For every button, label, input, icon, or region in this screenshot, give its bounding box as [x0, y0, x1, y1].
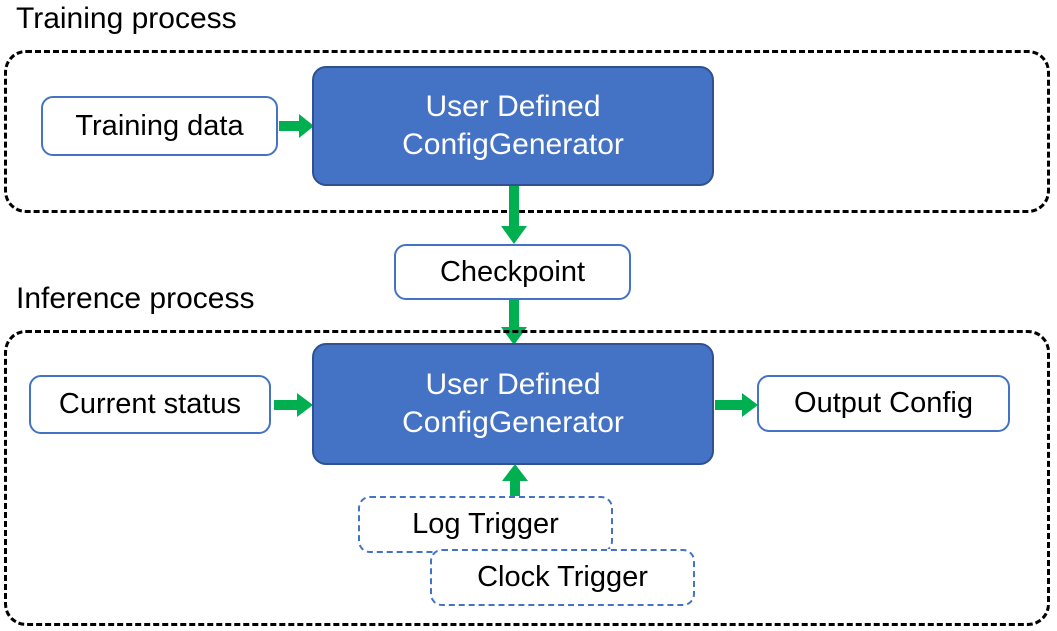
arrow-checkpoint-to-inference-generator: [499, 300, 529, 346]
training-process-container: [4, 50, 1050, 213]
arrow-generator-to-output-config: [715, 391, 759, 419]
inference-process-container: [4, 330, 1050, 626]
inference-generator-line2: ConfigGenerator: [402, 406, 624, 439]
training-generator-line1: User Defined: [425, 89, 601, 123]
training-process-caption: Training process: [16, 2, 237, 35]
clock-trigger-box[interactable]: Clock Trigger: [430, 549, 695, 606]
arrow-trigger-to-generator: [500, 464, 530, 500]
training-config-generator-box[interactable]: User Defined ConfigGenerator: [312, 66, 714, 186]
log-trigger-box[interactable]: Log Trigger: [358, 496, 613, 553]
arrow-current-status-to-generator: [274, 391, 314, 419]
inference-generator-line1: User Defined: [425, 367, 601, 401]
training-generator-line2: ConfigGenerator: [402, 128, 624, 161]
arrow-training-data-to-generator: [279, 112, 315, 140]
output-config-box[interactable]: Output Config: [757, 375, 1010, 432]
inference-process-caption: Inference process: [16, 282, 255, 315]
checkpoint-box[interactable]: Checkpoint: [394, 244, 631, 300]
current-status-box[interactable]: Current status: [29, 375, 271, 434]
arrow-generator-to-checkpoint: [499, 186, 529, 246]
training-data-box[interactable]: Training data: [41, 96, 278, 156]
inference-config-generator-box[interactable]: User Defined ConfigGenerator: [312, 343, 714, 465]
